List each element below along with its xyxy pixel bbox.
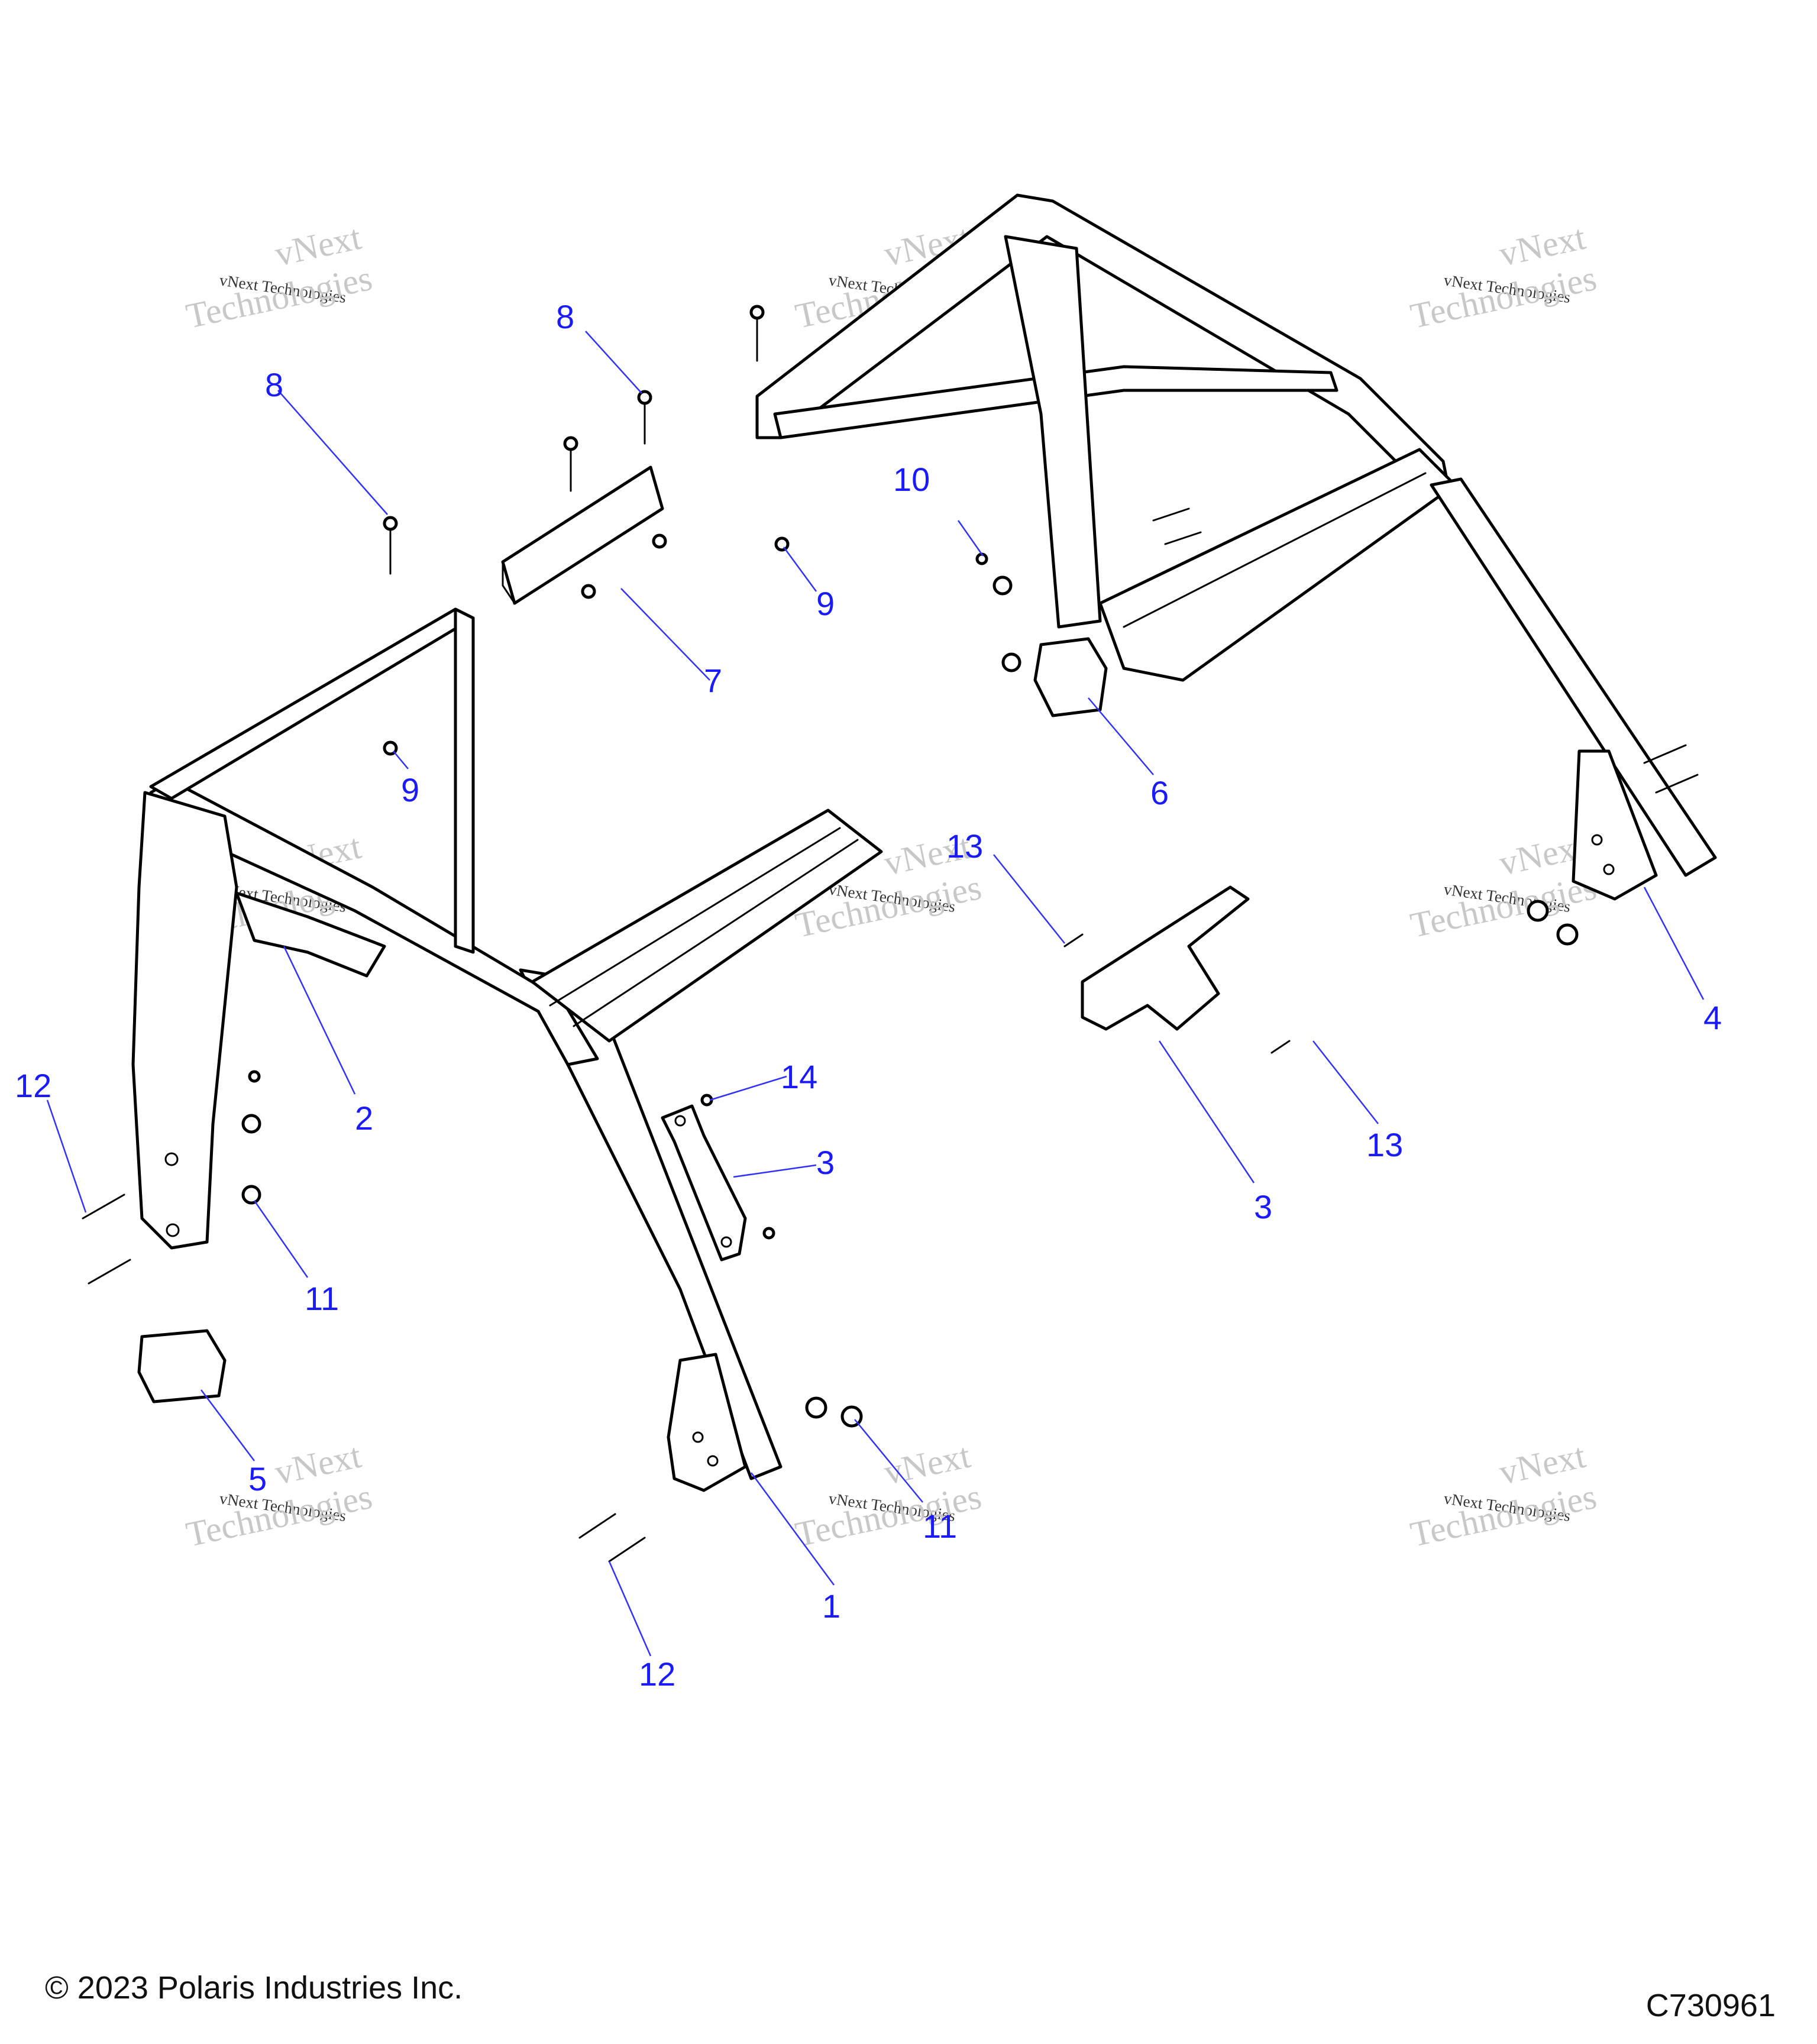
callout-8-center: 8 [556,298,574,335]
figure-code: C730961 [1645,1988,1776,2023]
frame-part-7-splice-plate [501,465,664,605]
copyright-notice: © 2023 Polaris Industries Inc. [45,1970,463,2006]
frame-part-front-cross-tube [146,607,599,1066]
callout-3-bracket: 3 [1254,1188,1272,1225]
frame-part-rear-roll-hoop [755,193,1457,682]
callout-7: 7 [704,662,722,699]
frame-part-5-bumper-block [137,1329,227,1403]
frame-part-front-floor-rail [531,808,883,1043]
callout-3-link: 3 [816,1144,835,1181]
callout-8-left: 8 [265,366,283,403]
callout-1: 1 [822,1587,840,1625]
callout-13-top: 13 [946,827,983,865]
callout-5: 5 [248,1460,267,1498]
frame-part-3-mount-bracket [1081,885,1250,1031]
callout-numbers: 8 8 7 9 9 10 6 2 3 14 3 4 13 13 11 11 1 … [15,298,1722,1693]
frame-part-2-left-gusset [235,891,386,978]
frame-part-3-brace-link [661,1104,747,1262]
callout-12-left: 12 [15,1067,51,1104]
frame-part-6-bumper-block [1033,637,1108,717]
frame-part-left-front-pillar-panel [131,791,238,1250]
callout-9-left: 9 [401,771,419,808]
callout-14: 14 [781,1058,817,1095]
callout-9-right: 9 [816,585,835,622]
callout-6: 6 [1150,774,1169,811]
callout-2: 2 [355,1099,373,1137]
callout-13-bottom: 13 [1366,1126,1403,1163]
callout-10: 10 [893,461,930,498]
frame-part-4-rear-right-pillar [1430,477,1717,901]
callout-4: 4 [1703,999,1722,1036]
callout-11-right: 11 [923,1508,957,1545]
leader-lines [46,331,1705,1657]
callout-12-bottom: 12 [639,1655,675,1693]
callout-11-left: 11 [305,1280,339,1317]
